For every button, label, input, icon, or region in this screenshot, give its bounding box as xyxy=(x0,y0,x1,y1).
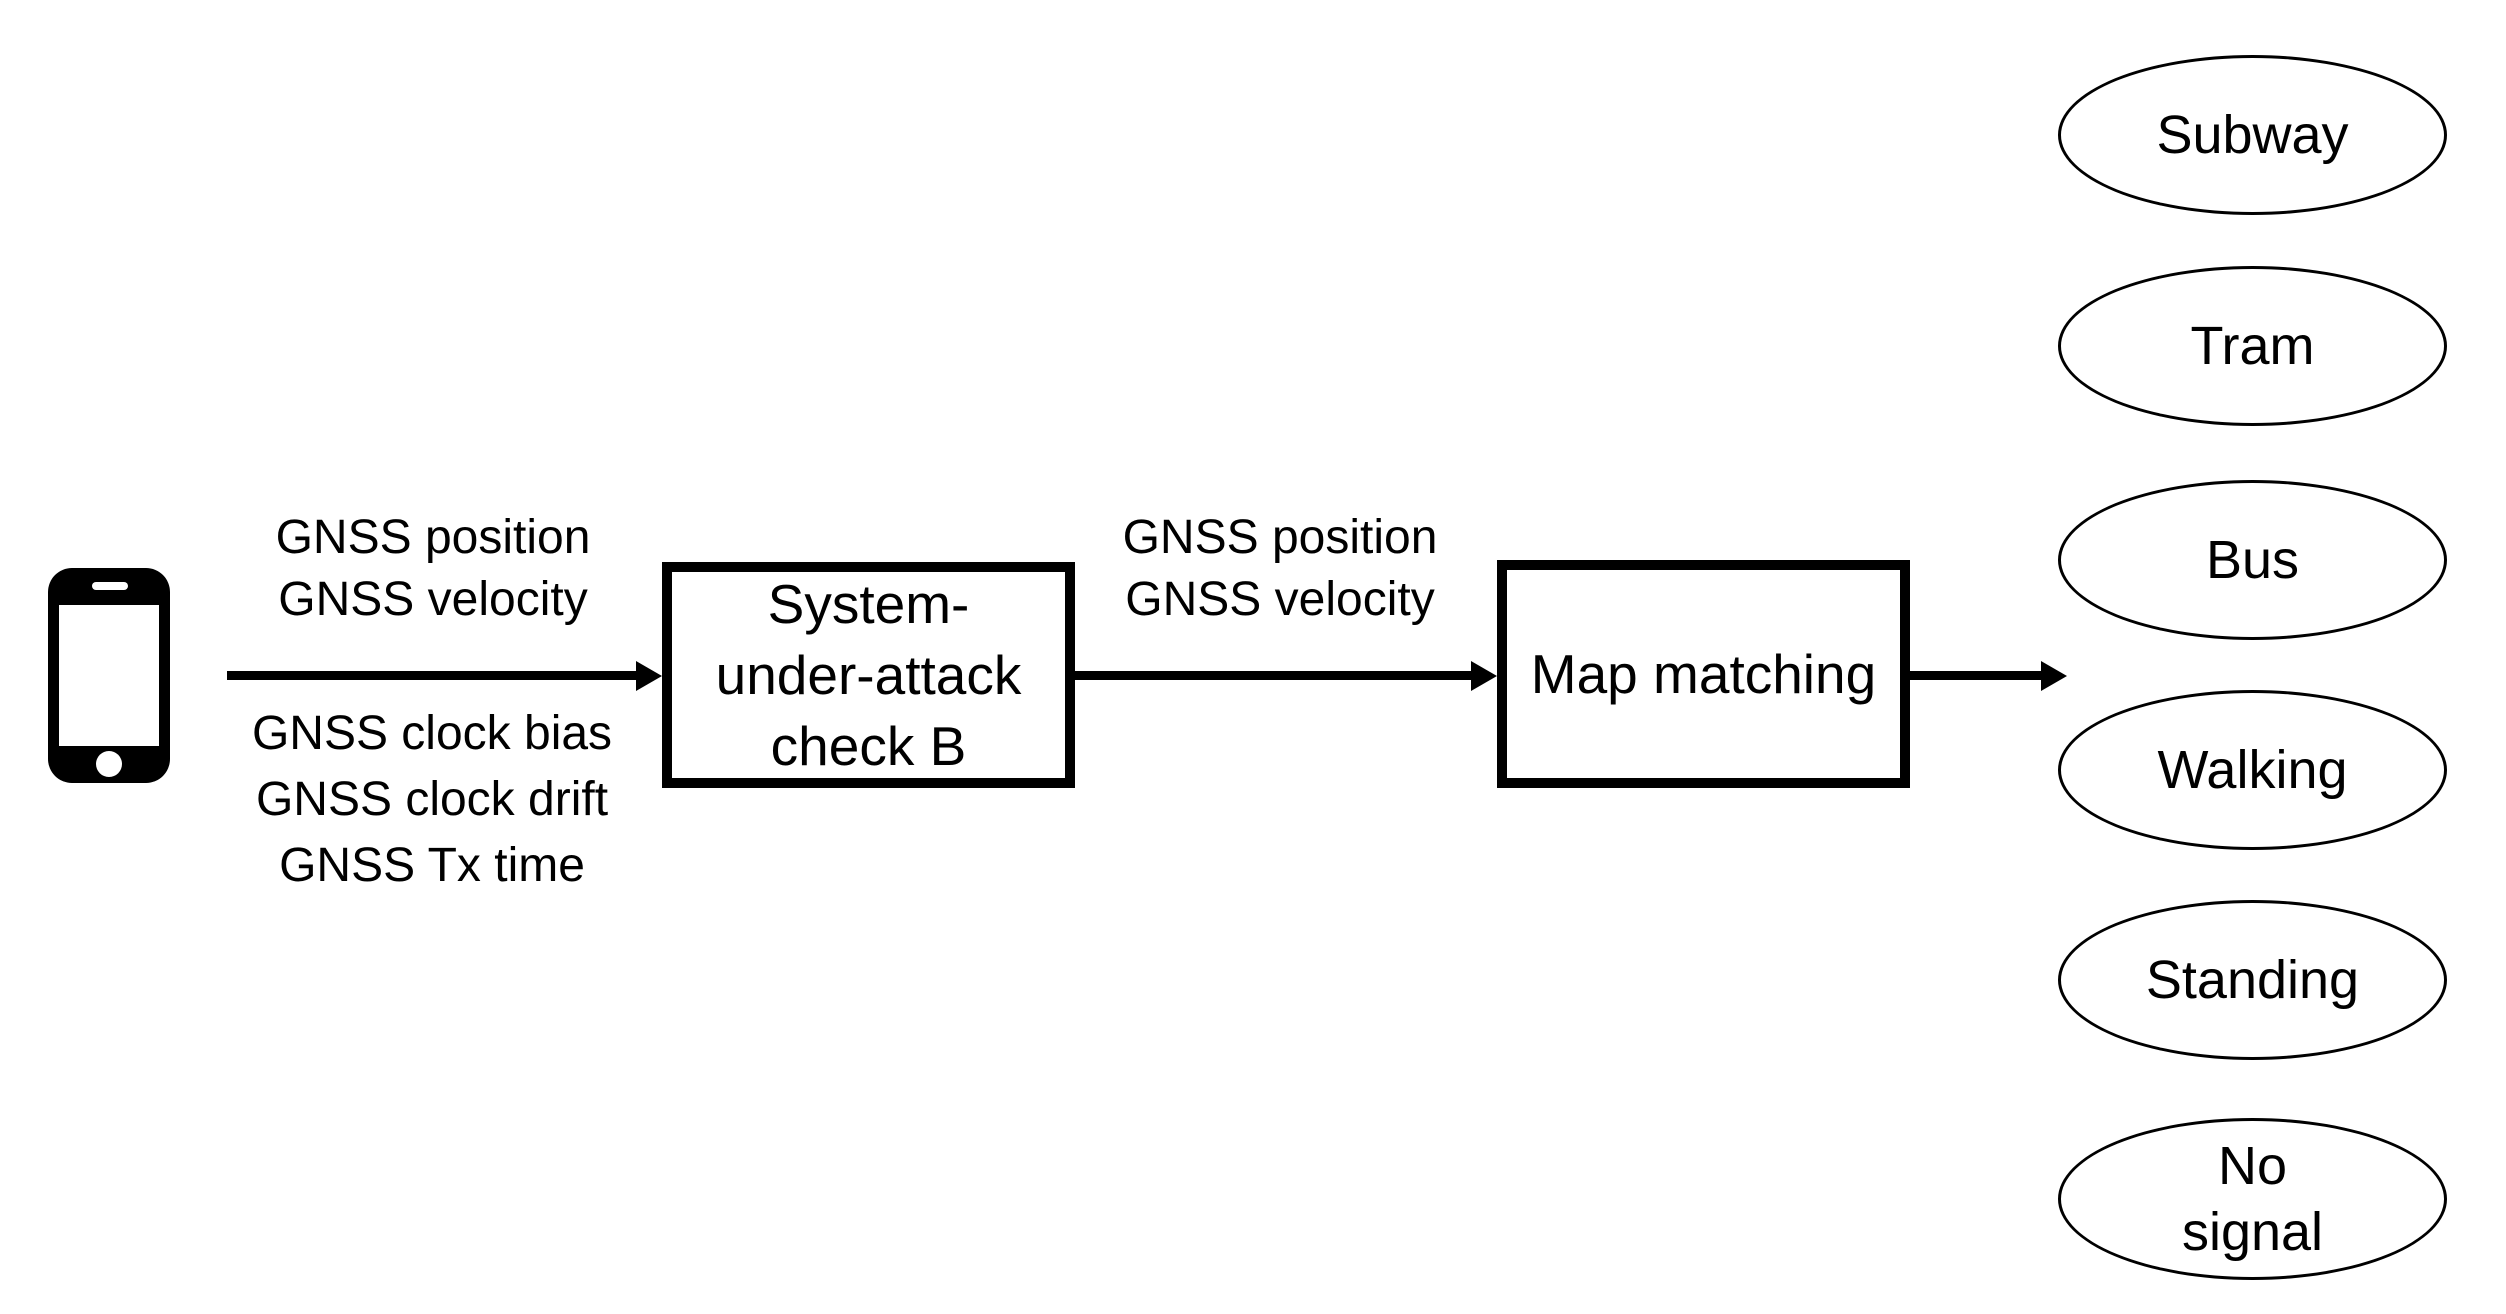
process-box-label: System- under-attack check B xyxy=(715,572,1022,777)
output-label: Walking xyxy=(2157,740,2348,800)
output-ellipse-bus: Bus xyxy=(2058,480,2447,640)
output-label: No signal xyxy=(2181,1136,2324,1262)
arrow2-label-above: GNSS position GNSS velocity xyxy=(1122,511,1438,626)
output-ellipse-subway: Subway xyxy=(2058,55,2447,215)
output-ellipse-standing: Standing xyxy=(2058,900,2447,1060)
arrow-map-to-outputs-head xyxy=(2041,661,2067,691)
output-ellipse-walking: Walking xyxy=(2058,690,2447,850)
output-ellipse-no-signal: No signal xyxy=(2058,1118,2447,1280)
arrow1-label-below: GNSS clock bias GNSS clock drift GNSS Tx… xyxy=(251,707,613,892)
arrow-map-to-outputs-shaft xyxy=(1910,671,2043,680)
process-box-system-under-attack-check: System- under-attack check B xyxy=(662,562,1075,788)
output-label: Standing xyxy=(2145,950,2360,1010)
output-label: Tram xyxy=(2190,316,2315,376)
phone-icon xyxy=(48,568,170,783)
arrow1-label-above: GNSS position GNSS velocity xyxy=(275,511,591,626)
output-ellipse-tram: Tram xyxy=(2058,266,2447,426)
arrow-phone-to-check-head xyxy=(636,661,662,691)
process-box-map-matching: Map matching xyxy=(1497,560,1910,788)
process-box-label: Map matching xyxy=(1530,642,1877,705)
output-label: Subway xyxy=(2156,105,2349,165)
output-label: Bus xyxy=(2205,530,2300,590)
arrow-phone-to-check-shaft xyxy=(227,671,638,680)
arrow-check-to-map-head xyxy=(1471,661,1497,691)
arrow-check-to-map-shaft xyxy=(1075,671,1473,680)
